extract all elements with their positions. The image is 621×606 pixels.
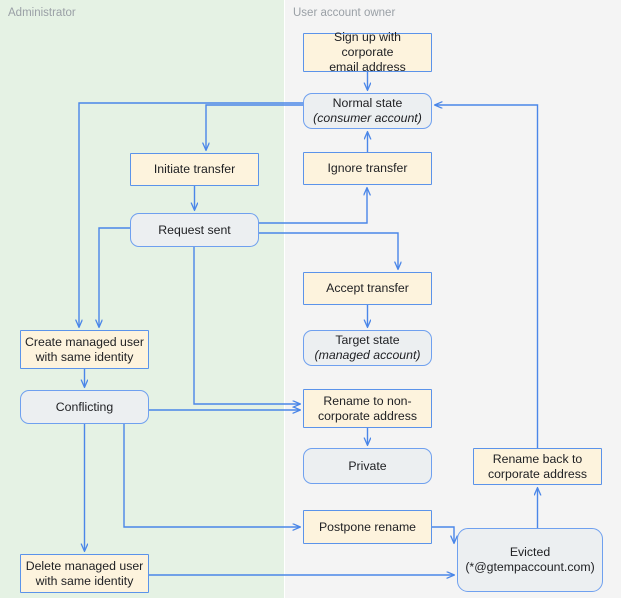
node-normal[interactable]: Normal state(consumer account) [303,93,432,129]
node-request[interactable]: Request sent [130,213,259,247]
edge-normal-to-createmu [79,102,303,327]
node-label-ignore: Ignore transfer [327,161,408,175]
node-label-private: Private [348,458,387,473]
node-conflict[interactable]: Conflicting [20,390,149,424]
swimlane-label-admin: Administrator [8,7,76,19]
edge-postpone-to-evicted [432,526,454,543]
node-label-postpone: Postpone rename [318,519,417,534]
node-renamenc[interactable]: Rename to non-corporate address [303,389,432,428]
node-target[interactable]: Target state(managed account) [303,330,432,366]
node-postpone[interactable]: Postpone rename [303,510,432,544]
node-private[interactable]: Private [303,448,432,484]
node-label-accept: Accept transfer [326,281,409,295]
node-accept[interactable]: Accept transfer [303,272,432,305]
node-evicted[interactable]: Evicted(*@gtempaccount.com) [457,528,603,592]
edge-renameback-to-normal [435,105,539,448]
swimlane-admin [0,0,284,598]
node-label-renamenc: Rename to non-corporate address [317,393,418,423]
edge-request-to-createmu [99,227,130,327]
edge-request-to-ignore [259,188,367,224]
edge-request-to-renamenc [193,247,300,404]
swimlane-label-user: User account owner [293,7,396,19]
node-label-conflict: Conflicting [55,399,114,414]
node-label-request: Request sent [158,222,231,237]
node-ignore[interactable]: Ignore transfer [303,152,432,185]
node-label-initiate: Initiate transfer [153,162,236,176]
node-label-normal: Normal state(consumer account) [313,96,422,125]
edge-conflict-to-postpone [123,424,300,527]
node-label-evicted: Evicted(*@gtempaccount.com) [465,545,595,574]
node-label-target: Target state(managed account) [314,333,421,362]
node-initiate[interactable]: Initiate transfer [130,153,259,186]
edge-request-to-accept [259,232,398,269]
edge-normal-to-initiate [206,104,303,150]
